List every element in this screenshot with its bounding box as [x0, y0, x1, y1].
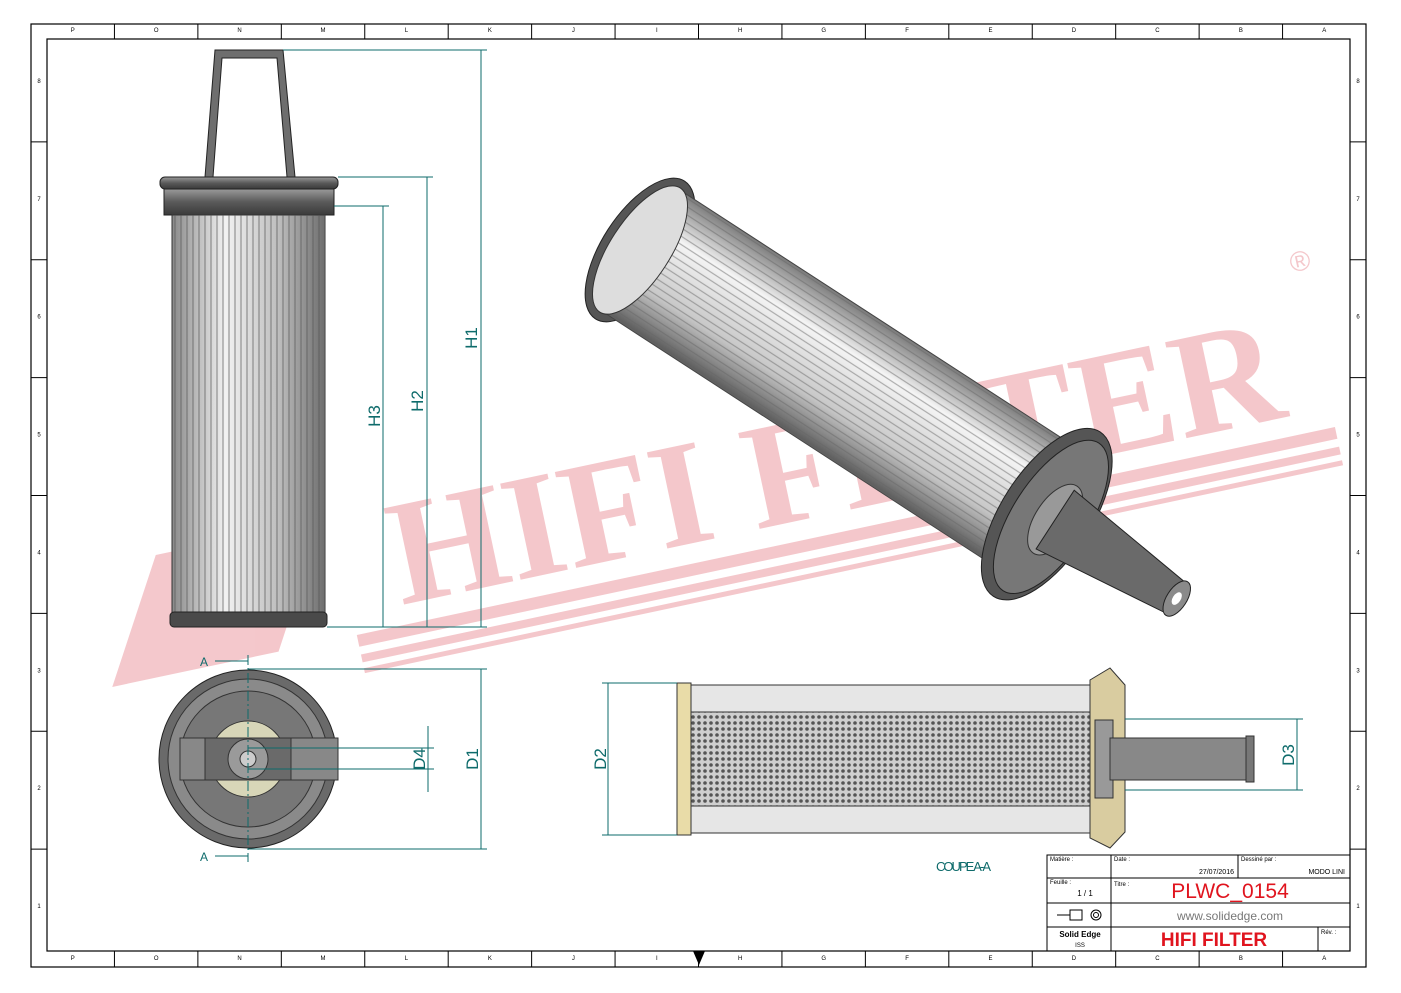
row-marker-right: 3	[1356, 668, 1360, 674]
row-marker-right: 1	[1356, 904, 1360, 910]
dimension-d1: D1	[463, 748, 482, 770]
row-marker-right: 6	[1356, 315, 1360, 321]
column-marker-bottom: G	[821, 956, 826, 962]
column-marker-bottom: C	[1155, 956, 1160, 962]
row-marker-right: 4	[1356, 550, 1360, 556]
front-dimensions	[283, 49, 487, 628]
dimension-d3: D3	[1279, 744, 1298, 766]
dimension-d2: D2	[591, 748, 610, 770]
front-view	[159, 49, 339, 628]
column-marker-top: I	[656, 28, 658, 34]
drawn-by-value: MODO LINI	[1308, 869, 1345, 876]
column-marker-bottom: B	[1239, 956, 1243, 962]
dimension-h1: H1	[462, 327, 481, 349]
column-marker-top: P	[71, 28, 75, 34]
row-marker-left: 3	[37, 668, 41, 674]
column-marker-bottom: M	[321, 956, 326, 962]
column-marker-top: H	[738, 28, 742, 34]
column-marker-top: K	[488, 28, 492, 34]
column-marker-top: O	[154, 28, 159, 34]
column-marker-bottom: F	[905, 956, 909, 962]
title-block	[1046, 854, 1351, 952]
drawing-title: PLWC_0154	[1171, 880, 1289, 903]
column-marker-bottom: H	[738, 956, 742, 962]
column-marker-top: C	[1155, 28, 1160, 34]
column-marker-top: D	[1072, 28, 1077, 34]
column-marker-top: G	[821, 28, 826, 34]
row-marker-left: 6	[37, 315, 41, 321]
column-marker-bottom: A	[1322, 956, 1326, 962]
row-marker-right: 8	[1356, 79, 1360, 85]
dimension-d4: D4	[410, 748, 429, 770]
column-marker-bottom: N	[237, 956, 241, 962]
row-marker-right: 5	[1356, 433, 1360, 439]
column-marker-bottom: O	[154, 956, 159, 962]
column-marker-top: M	[321, 28, 326, 34]
column-marker-bottom: P	[71, 956, 75, 962]
column-marker-top: N	[237, 28, 241, 34]
row-marker-right: 2	[1356, 786, 1360, 792]
section-dimensions	[602, 682, 1303, 836]
company-name: HIFI FILTER	[1161, 930, 1268, 951]
column-marker-top: F	[905, 28, 909, 34]
registered-mark: ®	[1287, 244, 1314, 279]
isometric-view	[584, 177, 1191, 617]
software-sub: ISS	[1075, 943, 1085, 949]
row-marker-left: 7	[37, 197, 41, 203]
row-marker-left: 4	[37, 550, 41, 556]
website: www.solidedge.com	[1176, 909, 1283, 923]
date-value: 27/07/2016	[1199, 869, 1234, 876]
drawn-by-label: Dessiné par :	[1241, 857, 1277, 863]
column-marker-bottom: L	[405, 956, 409, 962]
section-view	[676, 667, 1255, 849]
section-caption: COUPE A-A	[936, 859, 991, 874]
centering-arrow-icon	[693, 951, 705, 965]
sheet-value: 1 / 1	[1077, 889, 1093, 898]
top-dimensions	[215, 655, 487, 862]
column-marker-bottom: D	[1072, 956, 1077, 962]
revision-label: Rév. :	[1321, 930, 1337, 936]
title-label: Titre :	[1114, 882, 1129, 888]
date-label: Date :	[1114, 857, 1130, 863]
row-marker-left: 8	[37, 79, 41, 85]
column-marker-top: J	[572, 28, 575, 34]
dimension-h2: H2	[408, 390, 427, 412]
sheet-label: Feuille :	[1050, 880, 1071, 886]
section-marker-top: A	[200, 655, 208, 669]
column-marker-top: L	[405, 28, 409, 34]
column-marker-bottom: I	[656, 956, 658, 962]
dimension-h3: H3	[365, 405, 384, 427]
software-name: Solid Edge	[1059, 930, 1101, 939]
section-marker-bottom: A	[200, 850, 208, 864]
row-marker-right: 7	[1356, 197, 1360, 203]
column-marker-bottom: E	[989, 956, 993, 962]
row-marker-left: 5	[37, 433, 41, 439]
column-marker-top: E	[989, 28, 993, 34]
frame-zone-markers: P P O O N N M M L L K K J J I I H H G G F F E E D D C C B B A A 8 8 7 7 6 6 5 5…	[31, 24, 1366, 967]
column-marker-top: B	[1239, 28, 1243, 34]
row-marker-left: 1	[37, 904, 41, 910]
column-marker-top: A	[1322, 28, 1326, 34]
column-marker-bottom: K	[488, 956, 492, 962]
material-label: Matière :	[1050, 857, 1074, 863]
column-marker-bottom: J	[572, 956, 575, 962]
row-marker-left: 2	[37, 786, 41, 792]
